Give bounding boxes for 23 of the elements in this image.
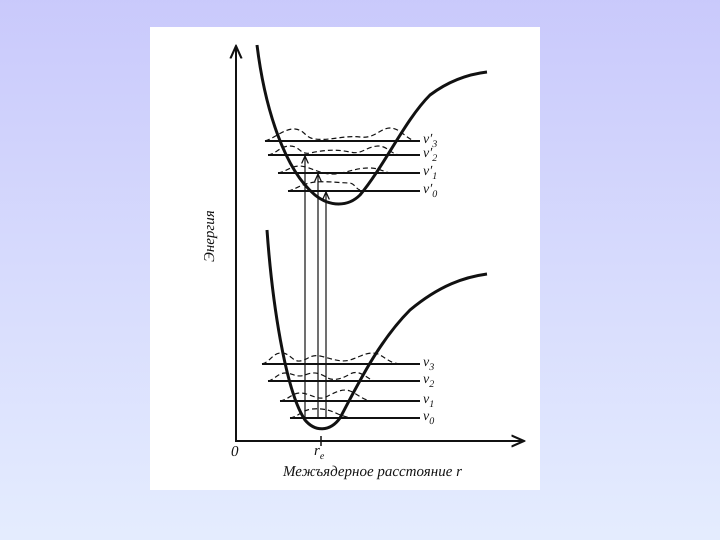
axis-title: Энергия [203,210,218,262]
axis-title: Межъядерное расстояние r [283,465,462,480]
level-label: v$_{3}$ [423,356,434,370]
level-label: v′$_{2}$ [423,147,438,161]
energy-level-line [268,154,420,156]
energy-level-line [278,172,420,174]
transition-arrow [314,173,322,417]
transition-arrow [301,155,309,417]
energy-level-line [262,363,420,365]
energy-level-line [290,417,420,419]
energy-level-line [265,140,420,142]
energy-level-line [268,380,420,382]
axis-label: r$_{e}$ [314,444,324,459]
energy-level-line [280,400,420,402]
energy-level-line [288,190,420,192]
level-label: v′$_{3}$ [423,133,438,147]
level-label: v$_{1}$ [423,393,434,407]
level-label: v′$_{0}$ [423,183,438,197]
level-label: v$_{2}$ [423,373,434,387]
level-label: v$_{0}$ [423,410,434,424]
transition-arrow [322,191,330,417]
axis-label: 0 [231,445,238,460]
level-label: v′$_{1}$ [423,165,438,179]
